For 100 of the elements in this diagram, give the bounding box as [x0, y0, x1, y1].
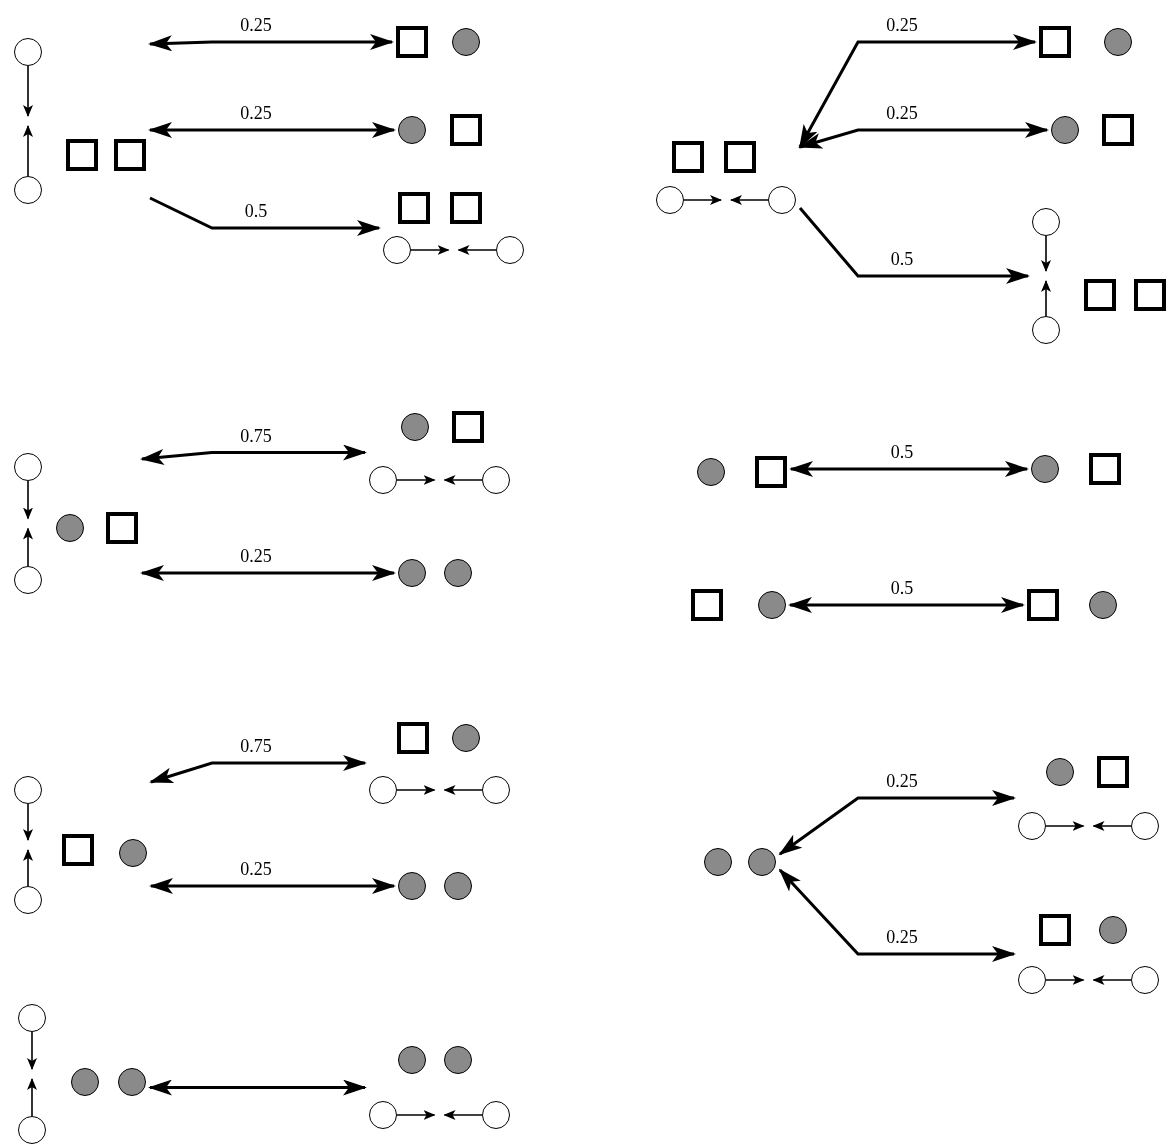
square-symbol — [1097, 756, 1129, 788]
open-circle — [14, 776, 42, 804]
arrow — [23, 65, 33, 117]
edge-label: 0.5 — [888, 250, 916, 268]
open-circle — [18, 1116, 46, 1144]
filled-circle — [1089, 591, 1117, 619]
filled-circle — [452, 724, 480, 752]
edge-label: 0.25 — [238, 547, 274, 565]
edge-label: 0.25 — [884, 16, 920, 34]
open-circle — [369, 466, 397, 494]
open-circle — [496, 236, 524, 264]
open-circle — [14, 566, 42, 594]
square-symbol — [66, 139, 98, 171]
filled-circle — [444, 1046, 472, 1074]
edge-label: 0.25 — [884, 772, 920, 790]
double-arrow — [148, 122, 396, 138]
filled-circle — [758, 591, 786, 619]
square-symbol — [396, 26, 428, 58]
filled-circle — [444, 559, 472, 587]
filled-circle — [398, 116, 426, 144]
double-arrow — [149, 755, 367, 784]
edge-label: 0.5 — [242, 202, 270, 220]
square-symbol — [672, 141, 704, 173]
arrow — [1041, 235, 1051, 272]
double-arrow — [140, 565, 396, 581]
arrow — [457, 245, 497, 255]
open-circle — [1018, 812, 1046, 840]
open-circle — [1032, 208, 1060, 236]
filled-circle — [697, 458, 725, 486]
filled-circle — [1099, 916, 1127, 944]
arrow — [443, 1110, 483, 1120]
filled-circle — [401, 413, 429, 441]
filled-circle — [56, 514, 84, 542]
arrow — [396, 1110, 436, 1120]
filled-circle — [748, 848, 776, 876]
arrow — [396, 785, 436, 795]
edge-label: 0.25 — [884, 104, 920, 122]
square-symbol — [724, 141, 756, 173]
edge-label: 0.25 — [238, 16, 274, 34]
square-symbol — [1039, 914, 1071, 946]
open-circle — [768, 186, 796, 214]
double-arrow — [789, 461, 1029, 477]
edge-label: 0.75 — [238, 426, 274, 445]
square-symbol — [450, 114, 482, 146]
arrow — [27, 1078, 37, 1117]
double-arrow — [778, 790, 1016, 856]
double-arrow — [140, 444, 367, 465]
square-symbol — [450, 192, 482, 224]
open-circle — [369, 776, 397, 804]
open-circle — [1018, 966, 1046, 994]
arrow — [23, 125, 33, 177]
arrow — [1041, 280, 1051, 317]
edge-label: 0.25 — [238, 104, 274, 122]
arrow — [27, 1031, 37, 1070]
double-arrow — [798, 122, 1049, 149]
open-circle — [1131, 812, 1159, 840]
open-circle — [383, 236, 411, 264]
square-symbol — [106, 512, 138, 544]
filled-circle — [1104, 28, 1132, 56]
square-symbol — [1134, 279, 1166, 311]
open-circle — [482, 1101, 510, 1129]
edge-label: 0.25 — [884, 928, 920, 946]
open-circle — [1131, 966, 1159, 994]
arrow — [396, 475, 436, 485]
square-symbol — [1089, 453, 1121, 485]
filled-circle — [704, 848, 732, 876]
square-symbol — [398, 192, 430, 224]
open-circle — [1032, 316, 1060, 344]
double-arrow — [798, 34, 1037, 149]
filled-circle — [1031, 455, 1059, 483]
arrow — [798, 207, 1030, 284]
open-circle — [14, 176, 42, 204]
double-arrow — [148, 34, 394, 52]
open-circle — [14, 453, 42, 481]
arrow — [1092, 975, 1132, 985]
filled-circle — [1046, 758, 1074, 786]
double-arrow — [788, 597, 1025, 613]
square-symbol — [114, 139, 146, 171]
double-arrow — [149, 878, 396, 894]
square-symbol — [1039, 26, 1071, 58]
arrow — [23, 803, 33, 841]
open-circle — [656, 186, 684, 214]
square-symbol — [397, 722, 429, 754]
edge-label: 0.75 — [238, 737, 274, 755]
arrow — [410, 245, 450, 255]
open-circle — [482, 466, 510, 494]
filled-circle — [452, 28, 480, 56]
square-symbol — [1102, 114, 1134, 146]
double-arrow — [148, 1079, 367, 1096]
arrow — [443, 475, 483, 485]
filled-circle — [1051, 116, 1079, 144]
edge-label: 0.25 — [238, 860, 274, 878]
open-circle — [14, 38, 42, 66]
edge-label: 0.5 — [888, 443, 916, 461]
filled-circle — [71, 1068, 99, 1096]
open-circle — [18, 1004, 46, 1032]
square-symbol — [1084, 279, 1116, 311]
arrow — [1092, 821, 1132, 831]
open-circle — [369, 1101, 397, 1129]
square-symbol — [62, 834, 94, 866]
